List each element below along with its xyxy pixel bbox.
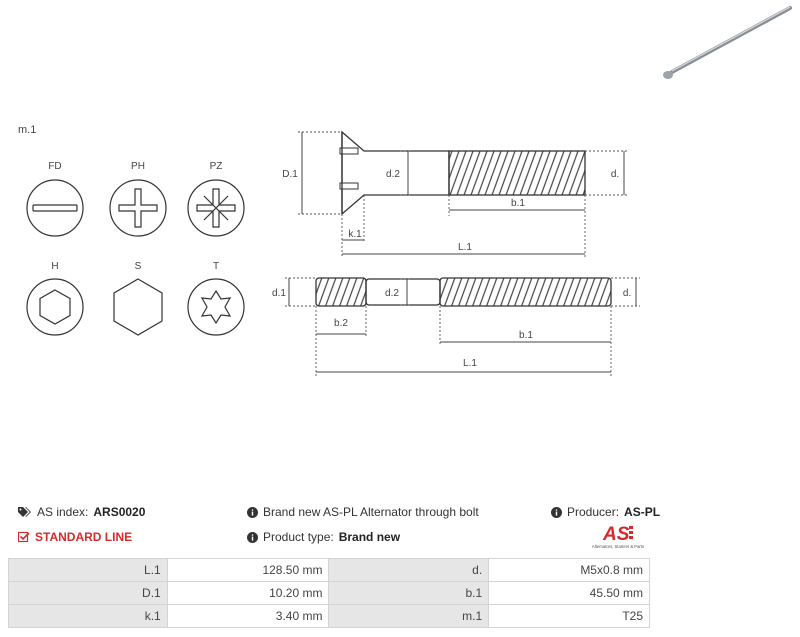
countersunk-bolt-drawing: [339, 130, 586, 216]
head-label-s: S: [135, 261, 142, 272]
hex-head-icon: [113, 278, 163, 336]
description: Brand new AS-PL Alternator through bolt: [247, 505, 479, 519]
head-label-t: T: [213, 261, 219, 272]
slotted-head-icon: [26, 179, 84, 237]
dim-d2-top: d.2: [386, 169, 400, 180]
standard-line-label: STANDARD LINE: [35, 530, 133, 544]
dim-d-bottom: d.: [623, 288, 631, 299]
spec-value: 128.50 mm: [166, 558, 330, 582]
dim-b1-top: b.1: [511, 198, 525, 209]
dim-d-top: d.: [611, 169, 619, 180]
spec-table: L.1 128.50 mm d. M5x0.8 mm D.1 10.20 mm …: [8, 558, 650, 628]
standard-line: STANDARD LINE: [18, 530, 132, 544]
dim-L1-top: L.1: [458, 242, 472, 253]
checkbox-check-icon: [18, 531, 30, 543]
spec-value: T25: [488, 604, 650, 628]
dim-d1-bottom: d.1: [272, 288, 286, 299]
spec-label: m.1: [328, 604, 490, 628]
as-index: AS index: ARS0020: [18, 505, 145, 519]
dim-b2-bottom: b.2: [334, 318, 348, 329]
spec-value: 45.50 mm: [488, 581, 650, 605]
svg-text:Alternators, Starters & Parts: Alternators, Starters & Parts: [592, 544, 644, 549]
dim-b1-bottom: b.1: [519, 330, 533, 341]
product-info: AS index: ARS0020 STANDARD LINE Brand ne…: [0, 500, 800, 560]
spec-label: d.: [328, 558, 490, 582]
spec-label: b.1: [328, 581, 490, 605]
as-pl-logo: AS Alternators, Starters & Parts: [583, 520, 653, 552]
head-label-h: H: [51, 261, 58, 272]
as-index-label: AS index:: [37, 505, 89, 519]
tags-icon: [18, 506, 32, 518]
phillips-head-icon: [109, 179, 167, 237]
info-icon: [247, 506, 258, 518]
technical-drawing: m.1 FD PH PZ H S T: [18, 6, 792, 376]
pozidriv-head-icon: [187, 179, 245, 237]
torx-head-icon: [187, 278, 245, 336]
m1-label: m.1: [18, 124, 36, 136]
product-type: Product type: Brand new: [247, 530, 400, 544]
spec-label: k.1: [8, 604, 168, 628]
producer: Producer: AS-PL: [551, 505, 660, 519]
svg-text:AS: AS: [602, 524, 630, 545]
info-icon: [247, 531, 258, 543]
spec-value: 10.20 mm: [166, 581, 330, 605]
stud-bolt-drawing: [315, 277, 612, 307]
head-label-ph: PH: [131, 161, 145, 172]
spec-label: L.1: [8, 558, 168, 582]
table-row: k.1 3.40 mm m.1 T25: [8, 604, 650, 628]
dim-d2-bottom: d.2: [385, 288, 399, 299]
producer-label: Producer:: [567, 505, 620, 519]
description-text: Brand new AS-PL Alternator through bolt: [263, 505, 479, 519]
producer-value: AS-PL: [624, 505, 661, 519]
spec-label: D.1: [8, 581, 168, 605]
dim-k1-top: k.1: [348, 229, 362, 240]
hex-socket-head-icon: [26, 278, 84, 336]
bolt-photo: [663, 6, 792, 79]
table-row: L.1 128.50 mm d. M5x0.8 mm: [8, 558, 650, 582]
product-type-label: Product type:: [263, 530, 334, 544]
head-label-pz: PZ: [210, 161, 223, 172]
as-index-value: ARS0020: [93, 505, 146, 519]
dim-L1-bottom: L.1: [463, 358, 477, 369]
table-row: D.1 10.20 mm b.1 45.50 mm: [8, 581, 650, 605]
spec-value: M5x0.8 mm: [488, 558, 650, 582]
spec-value: 3.40 mm: [166, 604, 330, 628]
product-type-value: Brand new: [338, 530, 401, 544]
dim-D1-top: D.1: [282, 169, 298, 180]
info-icon: [551, 506, 562, 518]
head-label-fd: FD: [48, 161, 61, 172]
